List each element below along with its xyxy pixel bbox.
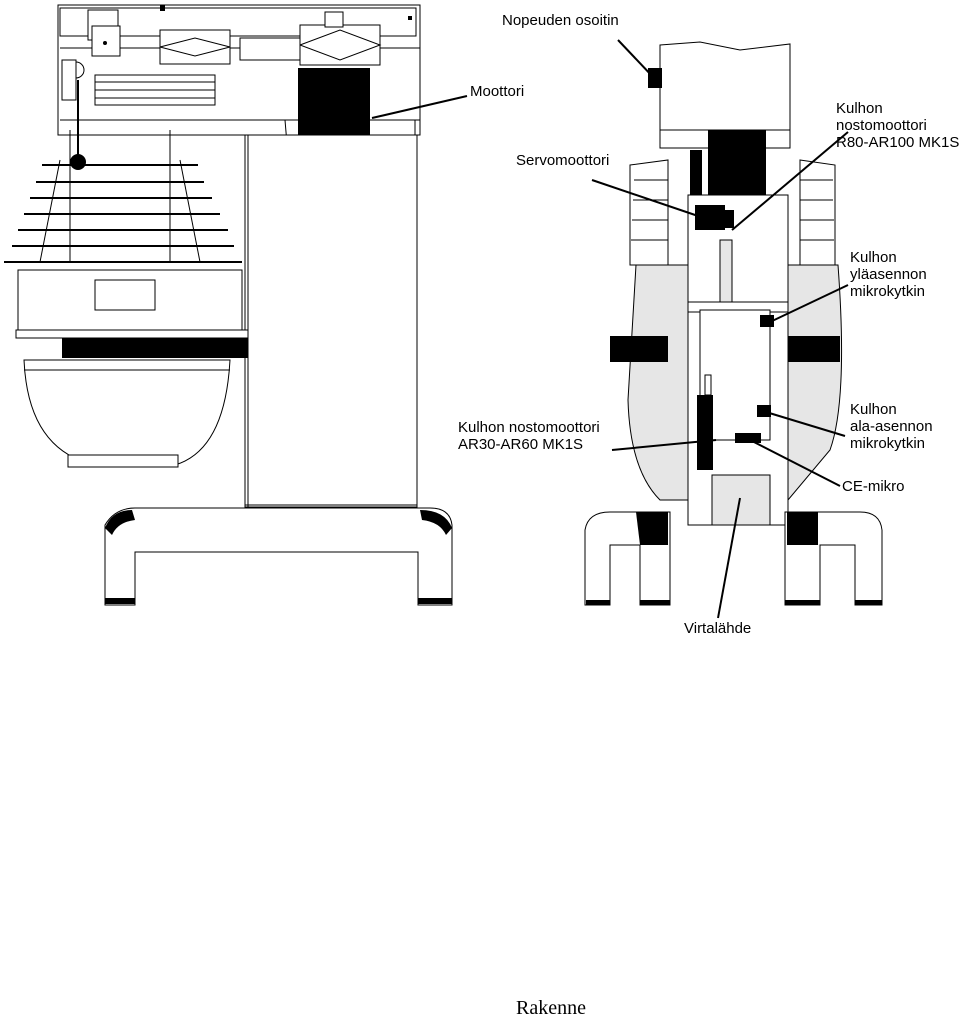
label-lower-microswitch-line1: Kulhon bbox=[850, 401, 897, 418]
label-upper-microswitch: Kulhon yläasennon mikrokytkin bbox=[850, 249, 931, 300]
label-upper-microswitch-line2: yläasennon bbox=[850, 266, 927, 283]
label-bowl-lift-motor-small-line1: Kulhon nostomoottori bbox=[458, 419, 600, 436]
bowl-side bbox=[15, 269, 249, 468]
figure-caption: Rakenne bbox=[516, 997, 586, 1017]
label-upper-microswitch-line3: mikrokytkin bbox=[850, 283, 925, 300]
front-view-mixer bbox=[584, 41, 883, 606]
label-bowl-lift-motor-small: Kulhon nostomoottori AR30-AR60 MK1S bbox=[458, 419, 604, 453]
side-view-mixer bbox=[4, 4, 453, 606]
label-servo-motor: Servomoottori bbox=[516, 152, 609, 169]
pulley-assembly bbox=[94, 11, 382, 106]
label-speed-indicator: Nopeuden osoitin bbox=[502, 12, 619, 29]
label-lower-microswitch-line3: mikrokytkin bbox=[850, 435, 925, 452]
label-bowl-lift-motor-large: Kulhon nostomoottori R80-AR100 MK1S bbox=[836, 100, 959, 151]
label-bowl-lift-motor-small-line2: AR30-AR60 MK1S bbox=[458, 436, 583, 453]
label-bowl-lift-motor-large-line3: R80-AR100 MK1S bbox=[836, 134, 959, 151]
label-motor: Moottori bbox=[470, 83, 524, 100]
label-lower-microswitch: Kulhon ala-asennon mikrokytkin bbox=[850, 401, 937, 452]
base-side bbox=[104, 507, 453, 606]
label-bowl-lift-motor-large-line1: Kulhon bbox=[836, 100, 883, 117]
label-bowl-lift-motor-large-line2: nostomoottori bbox=[836, 117, 927, 134]
bowl-guard bbox=[4, 130, 242, 263]
leader-lines bbox=[371, 39, 849, 619]
label-upper-microswitch-line1: Kulhon bbox=[850, 249, 897, 266]
label-power-supply: Virtalähde bbox=[684, 620, 751, 637]
label-lower-microswitch-line2: ala-asennon bbox=[850, 418, 933, 435]
bowl-front bbox=[610, 159, 843, 502]
base-front bbox=[584, 511, 883, 606]
label-ce-micro: CE-mikro bbox=[842, 478, 905, 495]
